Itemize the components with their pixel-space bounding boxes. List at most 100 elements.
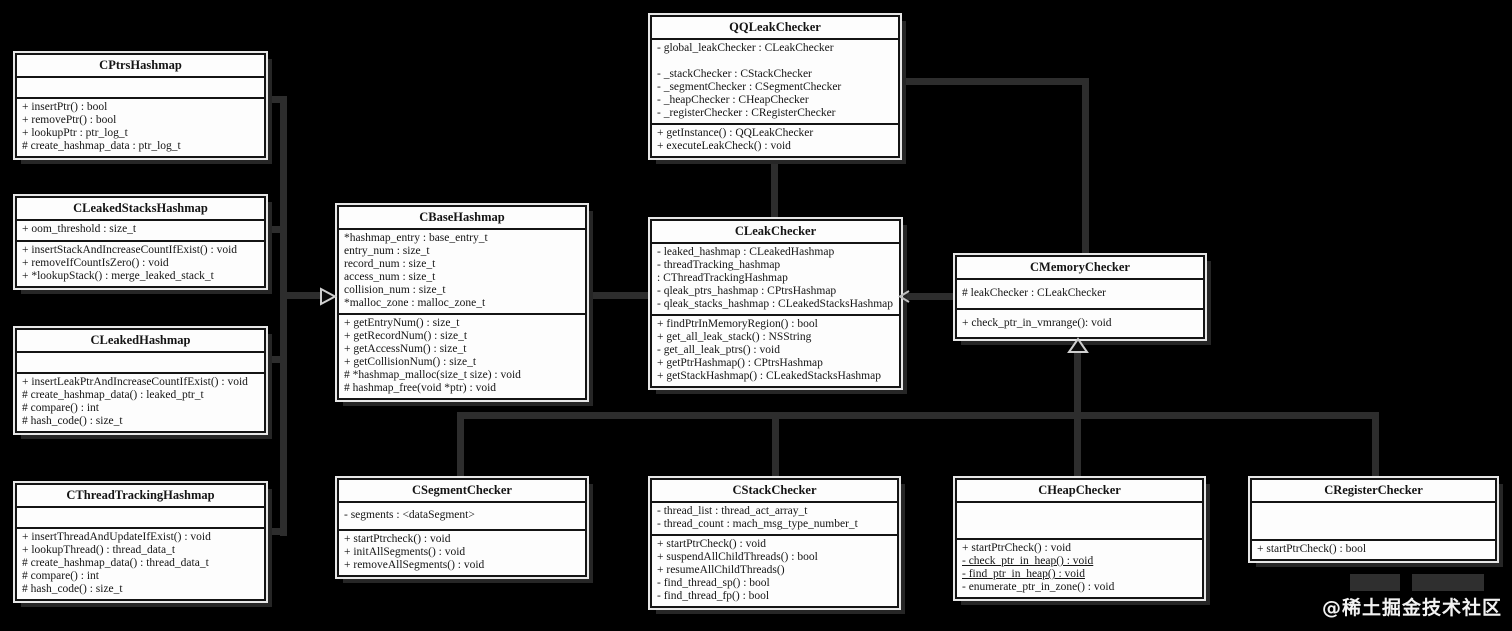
method-row: + getAccessNum() : size_t xyxy=(344,343,467,355)
methods-compartment: + insertThreadAndUpdateIfExist() : void+… xyxy=(17,529,264,599)
class-title: CThreadTrackingHashmap xyxy=(17,485,264,508)
attribute-row: collision_num : size_t xyxy=(344,284,446,296)
method-row: - find_ptr_in_heap() : void xyxy=(962,568,1085,580)
methods-compartment: + startPtrCheck() : void- check_ptr_in_h… xyxy=(957,540,1202,597)
method-row: # hash_code() : size_t xyxy=(22,583,123,595)
class-box-cthreadtrackinghashmap[interactable]: CThreadTrackingHashmap + insertThreadAnd… xyxy=(13,481,268,603)
attribute-row: - _registerChecker : CRegisterChecker xyxy=(657,107,836,119)
method-row: - check_ptr_in_heap() : void xyxy=(962,555,1094,567)
methods-compartment: + startPtrCheck() : bool xyxy=(1252,541,1495,559)
class-box-cmemorychecker[interactable]: CMemoryChecker # leakChecker : CLeakChec… xyxy=(953,253,1207,341)
class-title: CSegmentChecker xyxy=(339,480,585,503)
generalization-arrow-icon xyxy=(320,287,338,306)
methods-compartment: + getEntryNum() : size_t+ getRecordNum()… xyxy=(339,315,585,398)
method-row: + check_ptr_in_vmrange(): void xyxy=(962,317,1112,329)
class-box-qqleakchecker[interactable]: QQLeakChecker - global_leakChecker : CLe… xyxy=(648,13,902,160)
attribute-row: - global_leakChecker : CLeakChecker xyxy=(657,42,834,54)
method-row: - enumerate_ptr_in_zone() : void xyxy=(962,581,1115,593)
method-row: + removeIfCountIsZero() : void xyxy=(22,257,169,269)
attributes-compartment: - thread_list : thread_act_array_t- thre… xyxy=(652,503,897,536)
method-row: # compare() : int xyxy=(22,570,99,582)
method-row: + insertLeakPtrAndIncreaseCountIfExist()… xyxy=(22,376,248,388)
method-row: + getStackHashmap() : CLeakedStacksHashm… xyxy=(657,370,881,382)
attribute-row: entry_num : size_t xyxy=(344,245,430,257)
method-row: - find_thread_fp() : bool xyxy=(657,590,770,602)
watermark: @稀土掘金技术社区 xyxy=(1322,574,1512,626)
trunk-to-cbasehashmap-line xyxy=(283,292,325,299)
class-box-cptrshashmap[interactable]: CPtrsHashmap + insertPtr() : bool+ remov… xyxy=(13,51,268,160)
csegmentchecker-drop-line xyxy=(457,412,464,480)
attribute-row: - _stackChecker : CStackChecker xyxy=(657,68,812,80)
attribute-row: - thread_list : thread_act_array_t xyxy=(657,505,808,517)
class-box-cleakedhashmap[interactable]: CLeakedHashmap + insertLeakPtrAndIncreas… xyxy=(13,326,268,435)
class-title: CHeapChecker xyxy=(957,480,1202,503)
method-row: # *hashmap_malloc(size_t size) : void xyxy=(344,369,521,381)
method-row: + get_all_leak_stack() : NSString xyxy=(657,331,812,343)
class-box-csegmentchecker[interactable]: CSegmentChecker - segments : <dataSegmen… xyxy=(335,476,589,579)
attribute-row: - _segmentChecker : CSegmentChecker xyxy=(657,81,842,93)
association-arrow-icon xyxy=(898,290,910,303)
class-box-cleakchecker[interactable]: CLeakChecker - leaked_hashmap : CLeakedH… xyxy=(648,217,903,390)
attribute-row: - threadTracking_hashmap xyxy=(657,259,781,271)
method-row: + getEntryNum() : size_t xyxy=(344,317,460,329)
attribute-row: *hashmap_entry : base_entry_t xyxy=(344,232,488,244)
methods-compartment: + check_ptr_in_vmrange(): void xyxy=(957,310,1203,337)
class-title: CRegisterChecker xyxy=(1252,480,1495,503)
method-row: + removePtr() : bool xyxy=(22,114,117,126)
method-row: + getInstance() : QQLeakChecker xyxy=(657,127,814,139)
generalization-arrow-icon xyxy=(1067,337,1089,353)
attributes-compartment: - segments : <dataSegment> xyxy=(339,503,585,531)
attribute-row: - segments : <dataSegment> xyxy=(344,509,475,521)
attribute-row: access_num : size_t xyxy=(344,271,436,283)
method-row: + suspendAllChildThreads() : bool xyxy=(657,551,818,563)
class-title: CMemoryChecker xyxy=(957,257,1203,280)
method-row: + insertStackAndIncreaseCountIfExist() :… xyxy=(22,244,238,256)
methods-compartment: + insertPtr() : bool+ removePtr() : bool… xyxy=(17,99,264,156)
method-row: + startPtrCheck() : void xyxy=(962,542,1072,554)
class-box-cbasehashmap[interactable]: CBaseHashmap *hashmap_entry : base_entry… xyxy=(335,203,589,402)
method-row: + initAllSegments() : void xyxy=(344,546,466,558)
attribute-row xyxy=(652,55,898,68)
class-title: CLeakChecker xyxy=(652,221,899,244)
attribute-row: - leaked_hashmap : CLeakedHashmap xyxy=(657,246,835,258)
method-row: # create_hashmap_data() : leaked_ptr_t xyxy=(22,389,204,401)
class-box-cregisterchecker[interactable]: CRegisterChecker + startPtrCheck() : boo… xyxy=(1248,476,1499,563)
class-title: CStackChecker xyxy=(652,480,897,503)
method-row: + startPtrcheck() : void xyxy=(344,533,451,545)
methods-compartment: + startPtrCheck() : void+ suspendAllChil… xyxy=(652,536,897,606)
method-row: + resumeAllChildThreads() xyxy=(657,564,785,576)
methods-compartment: + getInstance() : QQLeakChecker+ execute… xyxy=(652,125,898,156)
attribute-row: - thread_count : mach_msg_type_number_t xyxy=(657,518,858,530)
class-box-cheapchecker[interactable]: CHeapChecker + startPtrCheck() : void- c… xyxy=(953,476,1206,601)
attributes-compartment xyxy=(957,503,1202,540)
method-row: + insertThreadAndUpdateIfExist() : void xyxy=(22,531,211,543)
class-box-cleakedstackshashmap[interactable]: CLeakedStacksHashmap + oom_threshold : s… xyxy=(13,194,268,290)
qqleakchecker-to-cleakchecker-line xyxy=(771,145,778,223)
cstackchecker-drop-line xyxy=(772,412,779,480)
attributes-compartment xyxy=(1252,503,1495,541)
method-row: + getPtrHashmap() : CPtrsHashmap xyxy=(657,357,823,369)
attribute-row: - qleak_stacks_hashmap : CLeakedStacksHa… xyxy=(657,298,894,310)
cbasehashmap-to-cleakchecker-line xyxy=(583,292,650,299)
attributes-compartment: + oom_threshold : size_t xyxy=(17,221,264,242)
class-title: CBaseHashmap xyxy=(339,207,585,230)
method-row: + startPtrCheck() : bool xyxy=(1257,543,1367,555)
cregisterchecker-drop-line xyxy=(1372,412,1379,480)
qqleakchecker-to-cmemorychecker-line-h xyxy=(893,78,1089,85)
methods-compartment: + insertStackAndIncreaseCountIfExist() :… xyxy=(17,242,264,286)
cptrshashmap-connector-line xyxy=(262,96,284,103)
attribute-row: : CThreadTrackingHashmap xyxy=(657,272,788,284)
method-row: + *lookupStack() : merge_leaked_stack_t xyxy=(22,270,214,282)
attribute-row: + oom_threshold : size_t xyxy=(22,223,137,235)
attributes-compartment: - leaked_hashmap : CLeakedHashmap- threa… xyxy=(652,244,899,316)
class-box-cstackchecker[interactable]: CStackChecker - thread_list : thread_act… xyxy=(648,476,901,610)
method-row: + removeAllSegments() : void xyxy=(344,559,485,571)
attributes-compartment xyxy=(17,353,264,374)
attribute-row: # leakChecker : CLeakChecker xyxy=(962,287,1107,299)
attributes-compartment xyxy=(17,508,264,529)
method-row: + lookupThread() : thread_data_t xyxy=(22,544,176,556)
method-row: + getRecordNum() : size_t xyxy=(344,330,468,342)
cthreadtrackinghashmap-connector-line xyxy=(262,528,284,535)
method-row: - get_all_leak_ptrs() : void xyxy=(657,344,780,356)
attribute-row: record_num : size_t xyxy=(344,258,436,270)
